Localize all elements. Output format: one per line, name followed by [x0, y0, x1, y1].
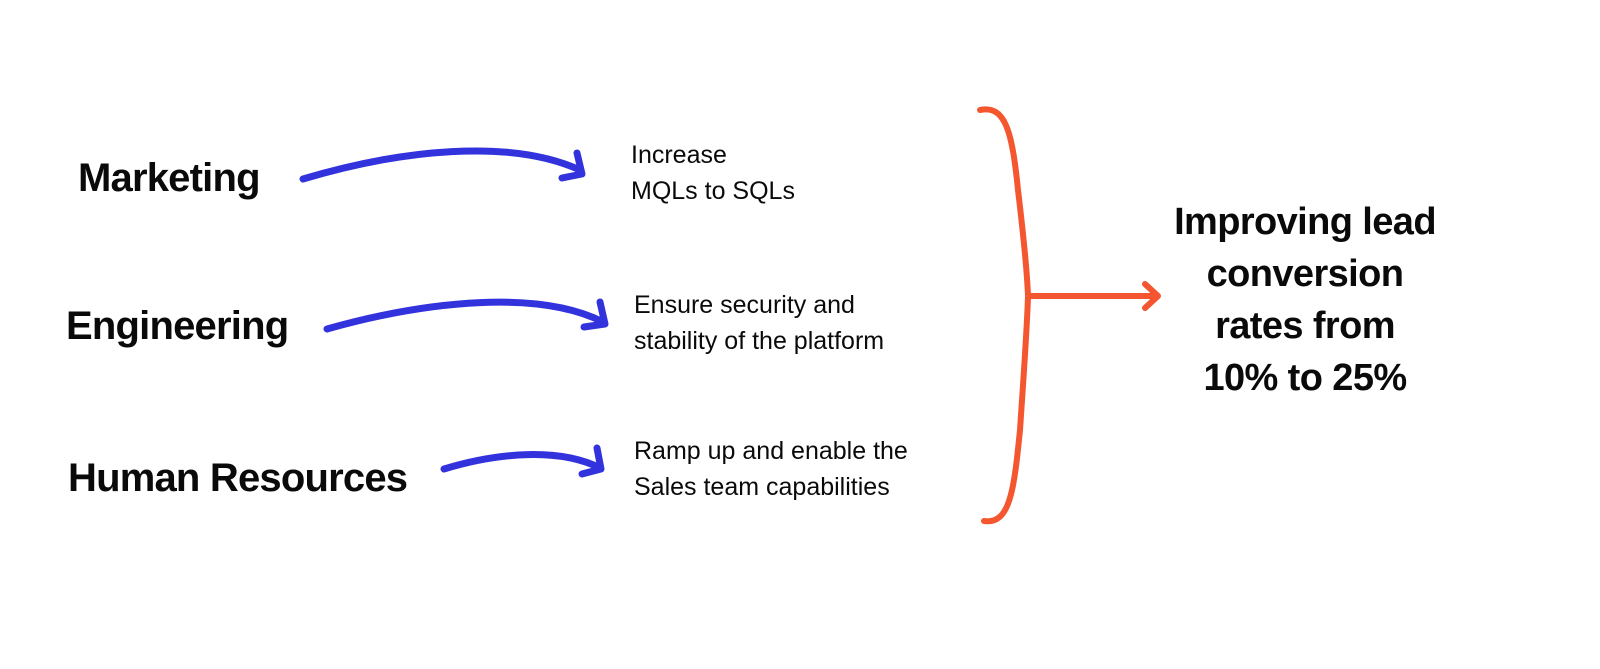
- outcome-statement: Improving lead conversion rates from 10%…: [1150, 196, 1460, 404]
- arrow-human-resources: [440, 451, 604, 473]
- right-curly-bracket: [977, 106, 1031, 525]
- arrow-engineering: [323, 298, 607, 333]
- department-human-resources: Human Resources: [68, 456, 408, 500]
- outcome-arrowhead: [1142, 281, 1161, 311]
- department-marketing: Marketing: [78, 156, 261, 200]
- goal-line: MQLs to SQLs: [631, 177, 795, 205]
- goal-line: stability of the platform: [634, 327, 885, 355]
- outcome-line: conversion: [1206, 253, 1404, 295]
- arrow-marketing: [299, 147, 584, 183]
- goal-line: Ensure security and: [634, 291, 855, 319]
- goal-line: Sales team capabilities: [634, 473, 890, 501]
- outcome-line: rates from: [1215, 305, 1395, 347]
- arrowhead-human-resources: [578, 444, 605, 478]
- goal-engineering: Ensure security and stability of the pla…: [634, 287, 884, 359]
- goal-human-resources: Ramp up and enable the Sales team capabi…: [634, 433, 908, 505]
- goal-line: Ramp up and enable the: [634, 437, 908, 465]
- department-engineering: Engineering: [66, 304, 289, 348]
- arrowhead-marketing: [558, 149, 586, 182]
- outcome-line: 10% to 25%: [1203, 357, 1407, 399]
- goal-line: Increase: [631, 141, 727, 169]
- goal-marketing: Increase MQLs to SQLs: [631, 137, 795, 209]
- outcome-line: Improving lead: [1174, 201, 1436, 243]
- arrowhead-engineering: [580, 298, 609, 331]
